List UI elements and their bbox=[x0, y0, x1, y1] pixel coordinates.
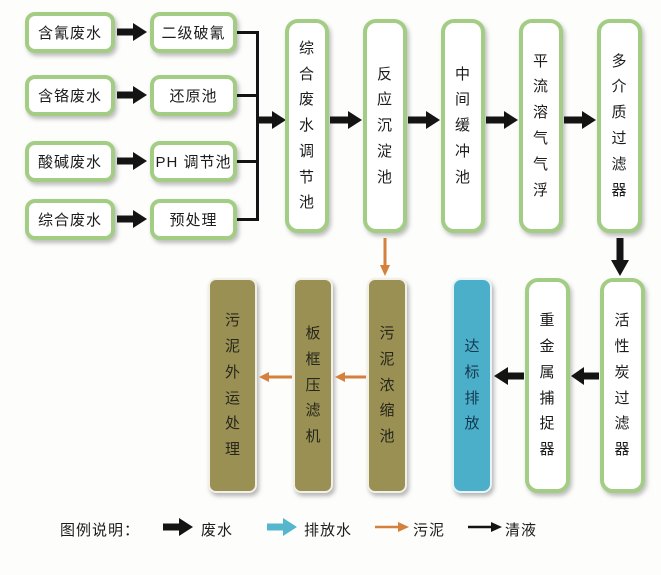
connector-line bbox=[237, 94, 258, 97]
arrow-right-icon bbox=[117, 23, 147, 41]
box-label: 活性炭过滤器 bbox=[614, 312, 631, 459]
arrow-right-icon bbox=[486, 111, 518, 129]
box-standard-discharge: 达标排放 bbox=[452, 278, 492, 493]
box-cyanide-wastewater: 含氰废水 bbox=[25, 12, 115, 53]
box-intermediate-buffer-tank: 中间缓冲池 bbox=[441, 19, 485, 233]
arrow-right-icon bbox=[330, 111, 362, 129]
box-label: 酸碱废水 bbox=[37, 154, 102, 171]
box-dissolved-air-flotation: 平流溶气气浮 bbox=[519, 19, 563, 233]
connector-line bbox=[237, 218, 258, 221]
box-comprehensive-regulating-tank: 综合废水调节池 bbox=[285, 19, 329, 233]
arrow-right-icon bbox=[117, 86, 147, 104]
box-label: 板框压滤机 bbox=[305, 325, 321, 446]
legend-sludge-arrow-icon bbox=[375, 522, 409, 532]
sludge-arrow-left-icon bbox=[259, 372, 292, 382]
box-acid-alkali-wastewater: 酸碱废水 bbox=[25, 141, 115, 182]
box-reaction-sedimentation-tank: 反应沉淀池 bbox=[363, 19, 407, 233]
arrow-right-icon bbox=[564, 111, 596, 129]
box-secondary-cyanide-breaking: 二级破氰 bbox=[150, 12, 237, 53]
sludge-arrow-down-icon bbox=[380, 238, 390, 276]
sludge-arrow-left-icon bbox=[335, 372, 366, 382]
box-label: 综合废水调节池 bbox=[298, 39, 315, 212]
box-label: 达标排放 bbox=[464, 337, 480, 433]
legend-discharge-arrow-icon bbox=[267, 518, 297, 536]
box-label: 平流溶气气浮 bbox=[532, 52, 549, 199]
box-ph-adjust-tank: PH 调节池 bbox=[150, 141, 237, 182]
box-pretreatment: 预处理 bbox=[150, 199, 237, 240]
box-label: 中间缓冲池 bbox=[454, 65, 471, 186]
box-label: 还原池 bbox=[169, 88, 218, 105]
arrow-left-icon bbox=[494, 367, 524, 385]
box-label: 含氰废水 bbox=[37, 25, 102, 42]
connector-line bbox=[237, 160, 258, 163]
legend-clear-liquid-label: 清液 bbox=[505, 522, 538, 539]
box-label: 综合废水 bbox=[37, 212, 102, 229]
box-label: 污泥外运处理 bbox=[224, 312, 240, 459]
arrow-down-icon bbox=[611, 238, 629, 276]
arrow-right-icon bbox=[257, 111, 286, 129]
box-activated-carbon-filter: 活性炭过滤器 bbox=[600, 278, 645, 493]
box-comprehensive-wastewater: 综合废水 bbox=[25, 199, 115, 240]
connector-line bbox=[256, 31, 259, 221]
box-sludge-offsite-disposal: 污泥外运处理 bbox=[208, 278, 257, 493]
box-chromium-wastewater: 含铬废水 bbox=[25, 75, 115, 116]
arrow-right-icon bbox=[117, 152, 147, 170]
box-reduction-tank: 还原池 bbox=[150, 75, 237, 116]
box-label: 污泥浓缩池 bbox=[379, 325, 395, 446]
box-label: 含铬废水 bbox=[37, 88, 102, 105]
box-label: 反应沉淀池 bbox=[376, 65, 393, 186]
box-label: PH 调节池 bbox=[155, 154, 232, 171]
box-label: 多介质过滤器 bbox=[611, 52, 628, 199]
connector-line bbox=[237, 31, 258, 34]
box-plate-frame-filter-press: 板框压滤机 bbox=[293, 278, 333, 493]
arrow-right-icon bbox=[408, 111, 440, 129]
box-label: 重金属捕捉器 bbox=[539, 312, 556, 459]
legend-wastewater-arrow-icon bbox=[163, 518, 193, 536]
legend-clear-liquid-arrow-icon bbox=[468, 522, 502, 532]
legend-discharge-label: 排放水 bbox=[304, 522, 353, 539]
arrow-right-icon bbox=[117, 210, 147, 228]
box-label: 二级破氰 bbox=[161, 25, 226, 42]
legend-title: 图例说明： bbox=[60, 522, 141, 539]
legend-sludge-label: 污泥 bbox=[413, 522, 446, 539]
arrow-left-icon bbox=[571, 367, 599, 385]
box-heavy-metal-catcher: 重金属捕捉器 bbox=[525, 278, 570, 493]
legend-wastewater-label: 废水 bbox=[201, 522, 234, 539]
box-sludge-thickening-tank: 污泥浓缩池 bbox=[367, 278, 407, 493]
box-label: 预处理 bbox=[169, 212, 218, 229]
box-multimedia-filter: 多介质过滤器 bbox=[597, 19, 642, 233]
